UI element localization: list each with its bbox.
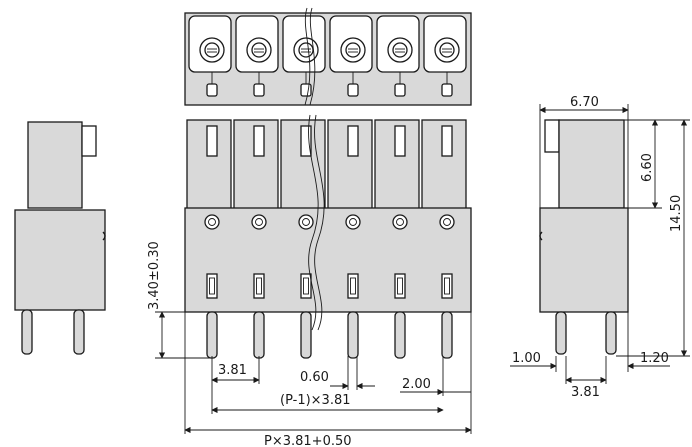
dim-pin-width-right: 1.20: [640, 351, 669, 366]
dim-pitch-front: 3.81: [218, 363, 247, 378]
pcb-pin: [394, 311, 406, 359]
screw-hole-inner: [255, 218, 263, 226]
finger-slot: [206, 125, 218, 157]
pin-window-inner: [397, 277, 403, 295]
pin-window: [206, 273, 218, 299]
pin-window-inner: [209, 277, 215, 295]
screw-hole-inner: [443, 218, 451, 226]
dim-pin-length: 3.40±0.30: [147, 241, 162, 310]
right-side-view: [539, 119, 629, 355]
screw-head-icon: [439, 42, 455, 58]
screw-hole-icon: [298, 214, 314, 230]
right-upper-block: [558, 119, 625, 209]
pcb-pin: [300, 311, 312, 359]
screw-head-icon: [345, 42, 361, 58]
dim-overall-depth: 6.70: [570, 95, 599, 110]
screw-head-icon: [298, 42, 314, 58]
screw-head-icon: [392, 42, 408, 58]
finger-slot: [253, 125, 265, 157]
pcb-pin: [253, 311, 265, 359]
pin-window: [394, 273, 406, 299]
finger-slot: [300, 125, 312, 157]
finger-slot: [441, 125, 453, 157]
dim-pitch-span: (P-1)×3.81: [280, 393, 351, 408]
front-view: [184, 7, 472, 359]
dim-overall-length: P×3.81+0.50: [264, 434, 352, 447]
pcb-pin: [206, 311, 218, 359]
wire-entry: [253, 83, 265, 97]
top-housing: [184, 12, 472, 106]
left-pin-2: [73, 309, 85, 355]
pcb-pin: [347, 311, 359, 359]
wire-entry: [394, 83, 406, 97]
pin-window: [441, 273, 453, 299]
front-body: [184, 207, 472, 313]
screw-hole-icon: [392, 214, 408, 230]
top-view: [184, 12, 472, 106]
pin-window-inner: [256, 277, 262, 295]
right-pin-1: [555, 311, 567, 355]
pin-window: [347, 273, 359, 299]
dimension-lines: [155, 104, 690, 434]
screw-hole-icon: [439, 214, 455, 230]
wire-entry: [441, 83, 453, 97]
left-body: [14, 209, 106, 311]
screw-head-icon: [204, 42, 220, 58]
right-body: [539, 207, 629, 313]
screw-head-icon: [251, 42, 267, 58]
pin-window-inner: [350, 277, 356, 295]
screw-hole-inner: [396, 218, 404, 226]
screw-hole-inner: [302, 218, 310, 226]
left-side-view: [14, 121, 106, 355]
screw-hole-inner: [349, 218, 357, 226]
pin-window-inner: [444, 277, 450, 295]
finger-slot: [347, 125, 359, 157]
right-latch: [544, 119, 560, 153]
pcb-pin: [441, 311, 453, 359]
pin-window-inner: [303, 277, 309, 295]
pin-window: [253, 273, 265, 299]
left-latch: [81, 125, 97, 157]
dim-pin-pitch-side: 3.81: [571, 385, 600, 400]
screw-hole-inner: [208, 218, 216, 226]
wire-entry: [347, 83, 359, 97]
dim-edge-offset: 2.00: [402, 377, 431, 392]
dim-pin-thickness: 0.60: [300, 370, 329, 385]
pin-window: [300, 273, 312, 299]
wire-entry: [206, 83, 218, 97]
wire-entry: [300, 83, 312, 97]
finger-slot: [394, 125, 406, 157]
dim-total-height: 14.50: [669, 195, 684, 232]
dim-pin-width-left: 1.00: [512, 351, 541, 366]
left-upper-block: [27, 121, 83, 209]
right-pin-2: [605, 311, 617, 355]
screw-hole-icon: [251, 214, 267, 230]
left-pin-1: [21, 309, 33, 355]
dim-upper-height: 6.60: [640, 153, 655, 182]
screw-hole-icon: [345, 214, 361, 230]
screw-hole-icon: [204, 214, 220, 230]
